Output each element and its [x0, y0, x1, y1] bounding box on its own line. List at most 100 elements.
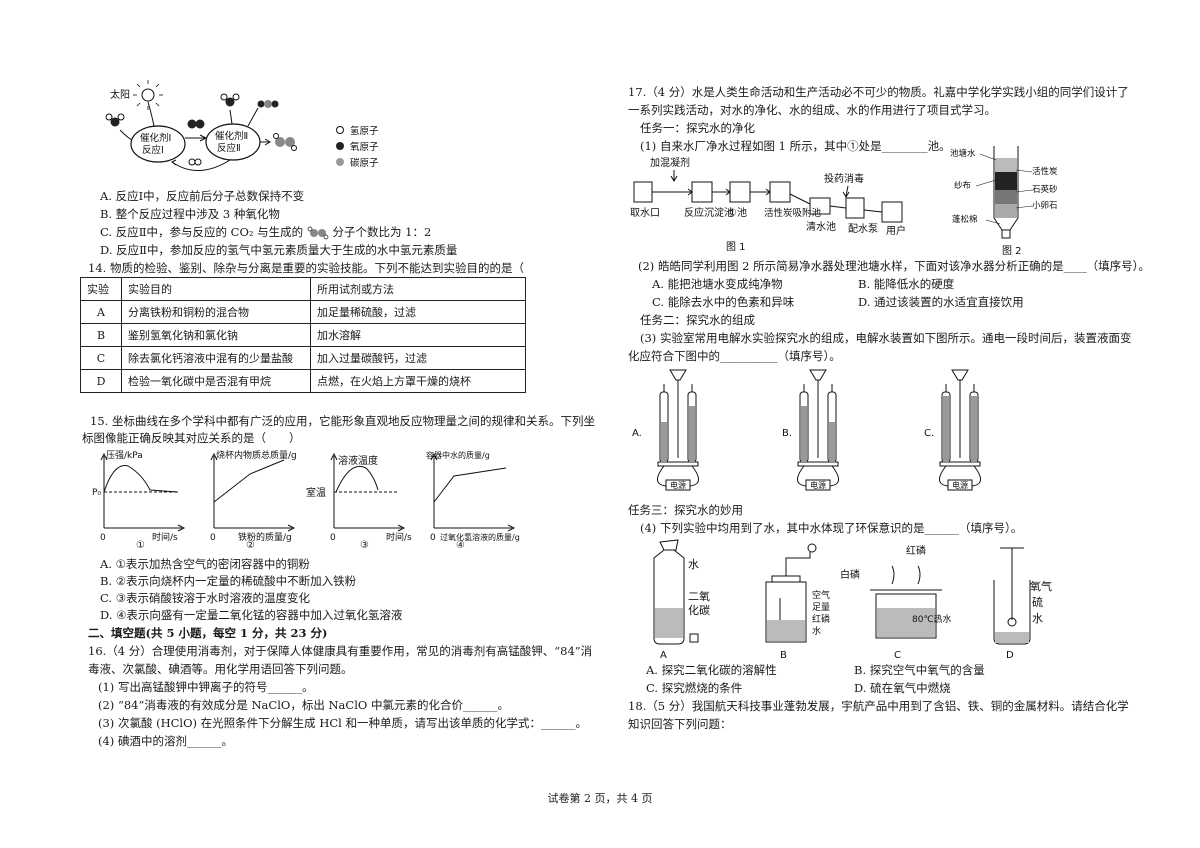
svg-text:二氧: 二氧	[688, 589, 710, 603]
q15-stem-2: 标图像能正确反映其对应关系的是（ ）	[82, 431, 301, 445]
q17-part-3-line-2: 化应符合下图中的__________（填序号）。	[628, 349, 841, 363]
apparatus-d	[993, 547, 1031, 645]
q17-task-2: 任务二：探究水的组成	[640, 313, 755, 327]
svg-text:碳原子: 碳原子	[350, 157, 379, 169]
svg-text:A.: A.	[632, 428, 642, 439]
water-use-apparatus: 水 二氧 化碳 A 空气 足量 红磷 水 B 白磷 红磷 80℃热水 C 氧气 …	[653, 539, 1052, 661]
q15-option-a: A. ①表示加热含空气的密闭容器中的铜粉	[100, 557, 310, 571]
svg-text:C: C	[894, 650, 901, 661]
water-molecule-2-icon	[220, 93, 240, 107]
co2-molecule-icon	[257, 100, 279, 108]
svg-text:图 1: 图 1	[726, 241, 746, 253]
svg-text:反应沉淀池: 反应沉淀池	[684, 206, 734, 219]
q16-stem-1: 16.（4 分）合理使用消毒剂，对于保障人体健康具有重要作用，常见的消毒剂有高锰…	[88, 644, 593, 658]
page-footer: 试卷第 2 页，共 4 页	[547, 792, 653, 805]
q17-part-4-option-d: D. 硫在氧气中燃烧	[854, 681, 951, 695]
svg-text:投药消毒: 投药消毒	[824, 172, 864, 185]
product-molecule-inline-icon	[307, 226, 329, 240]
svg-text:②: ②	[246, 540, 255, 551]
svg-text:①池: ①池	[728, 206, 747, 219]
water-molecule-icon	[105, 113, 125, 127]
svg-text:催化剂Ⅰ: 催化剂Ⅰ	[140, 132, 171, 144]
q15-option-d: D. ④表示向盛有一定量二氧化锰的容器中加入过氧化氢溶液	[100, 608, 403, 622]
sun-icon	[133, 80, 163, 110]
svg-text:0: 0	[330, 533, 336, 543]
svg-text:④: ④	[456, 540, 465, 551]
graph-3	[330, 452, 406, 532]
svg-text:反应Ⅱ: 反应Ⅱ	[217, 142, 241, 154]
svg-text:C.: C.	[924, 428, 934, 439]
q13-option-a: A. 反应Ⅰ中，反应前后分子总数保持不变	[100, 189, 305, 203]
svg-text:水: 水	[812, 625, 821, 637]
q13-option-c: C. 反应Ⅱ中，参与反应的 CO₂ 与生成的 分子个数比为 1：2	[100, 225, 432, 240]
q15-graphs: 压强/kPa P₀ 0 时间/s ① 烧杯内物质总质量/g 0 铁粉的质量/g …	[92, 449, 520, 551]
svg-text:催化剂Ⅱ: 催化剂Ⅱ	[215, 130, 248, 142]
q16-part-3: (3) 次氯酸 (HClO) 在光照条件下分解生成 HCl 和一种单质，请写出该…	[98, 716, 587, 730]
atom-legend: 氢原子 氧原子 碳原子	[336, 125, 379, 169]
q17-intro-1: 17.（4 分）水是人类生命活动和生产活动必不可少的物质。礼嘉中学化学实践小组的…	[628, 85, 1129, 99]
product-molecule-icon	[273, 133, 297, 151]
svg-text:配水泵: 配水泵	[848, 223, 878, 235]
q17-part-4: (4) 下列实验中均用到了水，其中水体现了环保意识的是______（填序号）。	[640, 521, 1023, 535]
q16-stem-2: 毒液、次氯酸、碘酒等。用化学用语回答下列问题。	[88, 662, 353, 676]
q17-intro-2: 一系列实践活动，对水的净化、水的组成、水的作用进行了项目式学习。	[628, 103, 996, 117]
catalyst-1-node	[130, 125, 186, 163]
svg-text:氢原子: 氢原子	[350, 125, 379, 137]
q15-stem-1: 15. 坐标曲线在多个学科中都有广泛的应用，它能形象直观地反应物理量之间的规律和…	[90, 414, 595, 428]
svg-text:烧杯内物质总质量/g: 烧杯内物质总质量/g	[216, 449, 297, 461]
svg-text:清水池: 清水池	[806, 220, 836, 233]
svg-text:D: D	[1006, 650, 1014, 661]
q15-option-b: B. ②表示向烧杯内一定量的稀硫酸中不断加入铁粉	[100, 574, 357, 588]
svg-text:氧气: 氧气	[1030, 579, 1052, 593]
table-header-row: 实验 实验目的 所用试剂或方法	[80, 277, 526, 301]
q18-line-2: 知识回答下列问题：	[628, 717, 732, 731]
svg-text:电源: 电源	[670, 480, 686, 490]
section-2-heading: 二、填空题(共 5 小题，每空 1 分，共 23 分)	[88, 626, 328, 640]
q17-part-4-option-c: C. 探究燃烧的条件	[646, 681, 743, 695]
electrolysis-apparatus: A. 电源 B. 电源 C. 电源	[632, 369, 981, 491]
q17-part-2-option-d: D. 通过该装置的水适宜直接饮用	[858, 295, 1024, 309]
svg-text:室温: 室温	[306, 486, 326, 499]
svg-text:图 2: 图 2	[1002, 245, 1022, 257]
q17-part-2-option-b: B. 能降低水的硬度	[858, 277, 955, 291]
q16-part-2: (2) “84”消毒液的有效成分是 NaClO，标出 NaClO 中氯元素的化合…	[98, 698, 509, 712]
svg-text:①: ①	[136, 540, 145, 551]
graph-1	[100, 452, 186, 532]
q17-task-3: 任务三：探究水的妙用	[628, 503, 743, 517]
svg-text:时间/s: 时间/s	[386, 531, 412, 543]
svg-text:红磷: 红磷	[906, 544, 926, 557]
q17-task-1: 任务一：探究水的净化	[640, 121, 755, 135]
svg-text:容器中水的质量/g: 容器中水的质量/g	[426, 450, 490, 460]
svg-text:氧原子: 氧原子	[350, 141, 379, 153]
q17-part-2-option-a: A. 能把池塘水变成纯净物	[652, 277, 783, 291]
hydrogen-molecule-icon	[188, 158, 202, 166]
q17-part-4-option-b: B. 探究空气中氧气的含量	[854, 663, 985, 677]
apparatus-a	[653, 539, 699, 645]
svg-text:蓬松棉: 蓬松棉	[952, 214, 978, 225]
svg-text:红磷: 红磷	[812, 613, 830, 625]
svg-text:白磷: 白磷	[840, 568, 860, 581]
svg-text:硫: 硫	[1032, 595, 1043, 609]
q17-part-2: (2) 皓皓同学利用图 2 所示简易净水器处理池塘水样，下面对该净水器分析正确的…	[638, 259, 1150, 273]
q13-option-d: D. 反应Ⅱ中，参加反应的氢气中氢元素质量大于生成的水中氢元素质量	[100, 243, 458, 257]
svg-text:石英砂: 石英砂	[1032, 184, 1058, 195]
q17-part-4-option-a: A. 探究二氧化碳的溶解性	[646, 663, 777, 677]
svg-text:加混凝剂: 加混凝剂	[650, 156, 690, 169]
q16-part-4: (4) 碘酒中的溶剂______。	[98, 734, 233, 748]
q17-part-2-option-c: C. 能除去水中的色素和异味	[652, 295, 795, 309]
svg-text:反应Ⅰ: 反应Ⅰ	[142, 144, 164, 156]
svg-text:③: ③	[360, 540, 369, 551]
simple-purifier-figure-2: 池塘水 纱布 活性炭 石英砂 小卵石 蓬松棉 图 2	[950, 146, 1058, 257]
svg-text:0: 0	[210, 533, 216, 543]
svg-text:0: 0	[430, 533, 436, 543]
svg-text:B: B	[780, 650, 787, 661]
svg-text:化碳: 化碳	[688, 603, 710, 617]
svg-text:足量: 足量	[812, 602, 830, 613]
q13-option-b: B. 整个反应过程中涉及 3 种氧化物	[100, 207, 280, 221]
reaction-cycle-diagram: 太阳 催化剂Ⅰ 反应Ⅰ 催化剂Ⅱ 反应Ⅱ 氢原子 氧原子 碳原子	[105, 80, 379, 171]
svg-text:80℃热水: 80℃热水	[912, 613, 952, 625]
